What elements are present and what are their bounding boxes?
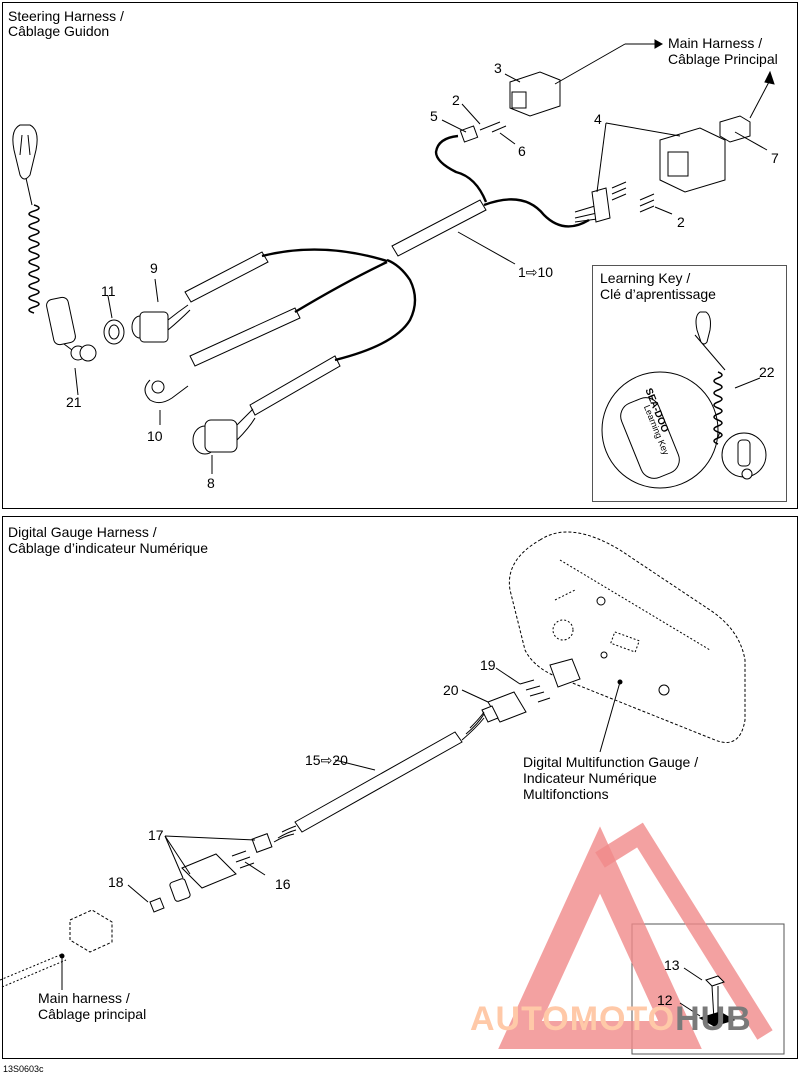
callout-5: 5 bbox=[430, 108, 438, 124]
callout-2a: 2 bbox=[452, 92, 460, 108]
callout-4: 4 bbox=[594, 111, 602, 127]
main-harness-label: Main Harness / bbox=[668, 35, 763, 51]
callout-3: 3 bbox=[494, 60, 502, 76]
gauge-label-fr-2: Multifonctions bbox=[523, 786, 609, 802]
callout-16: 16 bbox=[275, 876, 291, 892]
learning-key-title-fr: Clé d’aprentissage bbox=[600, 286, 716, 302]
callout-18: 18 bbox=[108, 874, 124, 890]
gauge-harness-title-fr: Câblage d’indicateur Numérique bbox=[8, 540, 209, 556]
steering-harness-title-fr: Câblage Guidon bbox=[8, 23, 110, 39]
callout-21: 21 bbox=[66, 394, 82, 410]
callout-13: 13 bbox=[664, 957, 680, 973]
watermark-automoto: AUTOMOTO bbox=[470, 1000, 676, 1038]
learning-key-drawing bbox=[601, 311, 767, 489]
footer-code: 13S0603c bbox=[3, 1064, 44, 1074]
callout-20: 20 bbox=[443, 682, 459, 698]
callout-8: 8 bbox=[207, 475, 215, 491]
gauge-harness-title: Digital Gauge Harness / bbox=[8, 524, 157, 540]
steering-harness-title: Steering Harness / bbox=[8, 8, 124, 24]
learning-key-title: Learning Key / bbox=[600, 270, 691, 286]
callout-11: 11 bbox=[101, 283, 116, 299]
callout-1-10: 1⇨10 bbox=[518, 264, 554, 280]
main-harness-label-fr: Câblage Principal bbox=[668, 51, 778, 67]
callout-10: 10 bbox=[147, 428, 163, 444]
callout-2b: 2 bbox=[677, 214, 685, 230]
callout-7: 7 bbox=[771, 150, 779, 166]
watermark-hub: HUB bbox=[675, 1000, 752, 1038]
steering-harness-drawing bbox=[12, 39, 775, 474]
watermark-logo: AUTOMOTOHUB bbox=[470, 1000, 752, 1039]
callout-22: 22 bbox=[759, 364, 775, 380]
callout-15-20: 15⇨20 bbox=[305, 752, 348, 768]
callout-19: 19 bbox=[480, 657, 496, 673]
callout-17: 17 bbox=[148, 827, 164, 843]
gauge-label: Digital Multifunction Gauge / bbox=[523, 754, 699, 770]
main-harness-bottom-label-fr: Câblage principal bbox=[38, 1006, 147, 1022]
callout-6: 6 bbox=[518, 143, 526, 159]
main-harness-bottom-label: Main harness / bbox=[38, 990, 130, 1006]
gauge-label-fr-1: Indicateur Numérique bbox=[523, 770, 657, 786]
callout-9: 9 bbox=[150, 260, 158, 276]
callout-12: 12 bbox=[657, 992, 673, 1008]
